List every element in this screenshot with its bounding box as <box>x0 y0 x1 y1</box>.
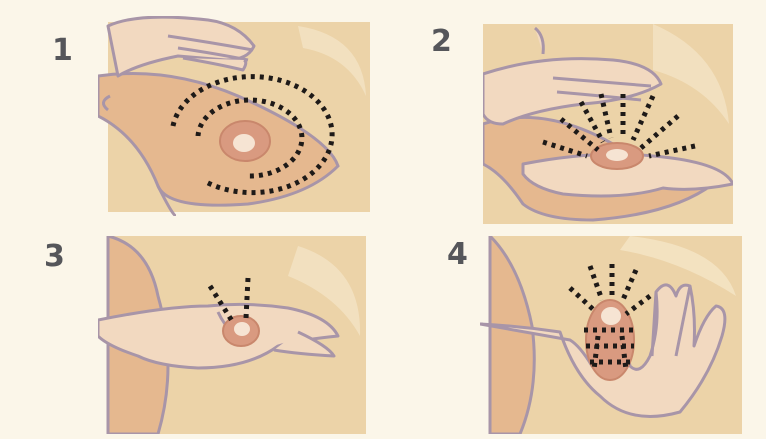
nipple <box>606 149 628 161</box>
step-3-number: 3 <box>44 242 65 272</box>
nipple <box>601 307 621 325</box>
areola <box>591 143 643 169</box>
step-2-number: 2 <box>431 27 452 57</box>
areola <box>220 121 270 161</box>
step-3-illustration <box>98 236 366 434</box>
areola <box>223 316 259 346</box>
nipple <box>234 322 250 336</box>
step-1-number: 1 <box>52 36 73 66</box>
step-4-illustration <box>480 236 742 434</box>
nipple <box>233 134 255 152</box>
step-2-illustration <box>483 24 733 224</box>
step-1-illustration <box>98 16 376 216</box>
step-4-number: 4 <box>447 240 468 270</box>
